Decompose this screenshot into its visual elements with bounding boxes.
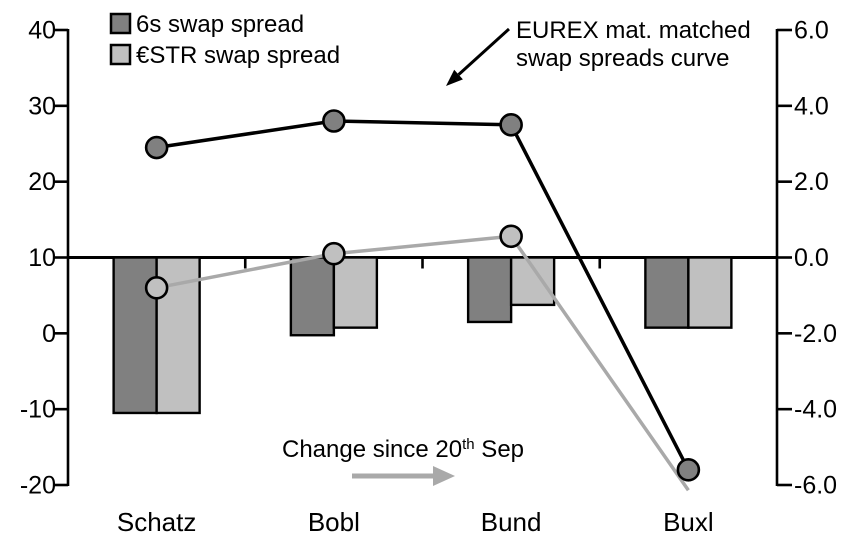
x-axis-label-bobl: Bobl: [308, 507, 360, 537]
line-str-swap-spread: [156, 234, 690, 492]
legend: 6s swap spread €STR swap spread: [109, 11, 340, 69]
legend-swatch-estr-swap-spread: [109, 43, 132, 66]
left-axis-tick-label: -20: [20, 472, 56, 500]
legend-label-6s-swap-spread: 6s swap spread: [136, 11, 304, 38]
left-axis-tick-label: 30: [28, 92, 56, 120]
right-axis-tick-label: 0.0: [794, 244, 829, 272]
right-axis-tick-label: -6.0: [794, 472, 837, 500]
right-axis-tick-label: 2.0: [794, 168, 829, 196]
marker-str-swap-spread-bund: [499, 224, 523, 249]
left-axis-tick-label: 0: [42, 320, 56, 348]
marker-str-swap-spread-schatz: [144, 276, 169, 300]
curve-annotation: EUREX mat. matched swap spreads curve: [446, 17, 751, 86]
x-axis-label-schatz: Schatz: [117, 507, 197, 537]
bar-str-swap-spread-change-bund: [509, 256, 556, 307]
curve-annotation-line1: EUREX mat. matched: [516, 17, 751, 44]
left-axis-tick-label: -10: [20, 396, 56, 424]
marker-6s-swap-spread-buxl: [676, 458, 701, 482]
legend-label-estr-swap-spread: €STR swap spread: [136, 42, 340, 69]
bar-6s-swap-spread-change-buxl: [644, 256, 690, 329]
change-annotation: Change since 20th Sep: [282, 436, 524, 486]
plot-area: 40 30 20 10 0 -10 -20 6.0 4.0 2.0 0.0 -2.0 -4.0 -6.0S…: [20, 17, 837, 538]
bar-str-swap-spread-change-buxl: [687, 256, 733, 329]
marker-str-swap-spread-bobl: [322, 241, 346, 266]
curve-annotation-line2: swap spreads curve: [516, 45, 729, 72]
bar-6s-swap-spread-change-bobl: [289, 256, 336, 337]
marker-6s-swap-spread-bobl: [322, 109, 346, 133]
marker-6s-swap-spread-schatz: [144, 135, 169, 160]
x-axis-label-buxl: Buxl: [663, 507, 714, 537]
right-axis-tick-label: -4.0: [794, 396, 837, 424]
bar-6s-swap-spread-change-bund: [466, 256, 513, 324]
x-axis-label-bund: Bund: [481, 507, 542, 537]
curve-annotation-arrowhead-icon: [446, 69, 463, 86]
change-annotation-arrowhead-icon: [433, 466, 455, 486]
right-axis-tick-label: 4.0: [794, 92, 829, 120]
left-axis-tick-label: 10: [28, 244, 56, 272]
legend-swatch-6s-swap-spread: [109, 12, 132, 35]
curve-annotation-arrow-shaft: [457, 27, 511, 76]
right-axis-tick-label: 6.0: [794, 17, 829, 45]
left-axis-tick-label: 40: [28, 17, 56, 45]
right-axis-tick-label: -2.0: [794, 320, 837, 348]
left-axis-tick-label: 20: [28, 168, 56, 196]
line-6s-swap-spread: [156, 119, 690, 471]
marker-6s-swap-spread-bund: [499, 112, 523, 137]
change-annotation-label: Change since 20th Sep: [282, 436, 524, 463]
bar-str-swap-spread-change-bobl: [332, 256, 379, 329]
